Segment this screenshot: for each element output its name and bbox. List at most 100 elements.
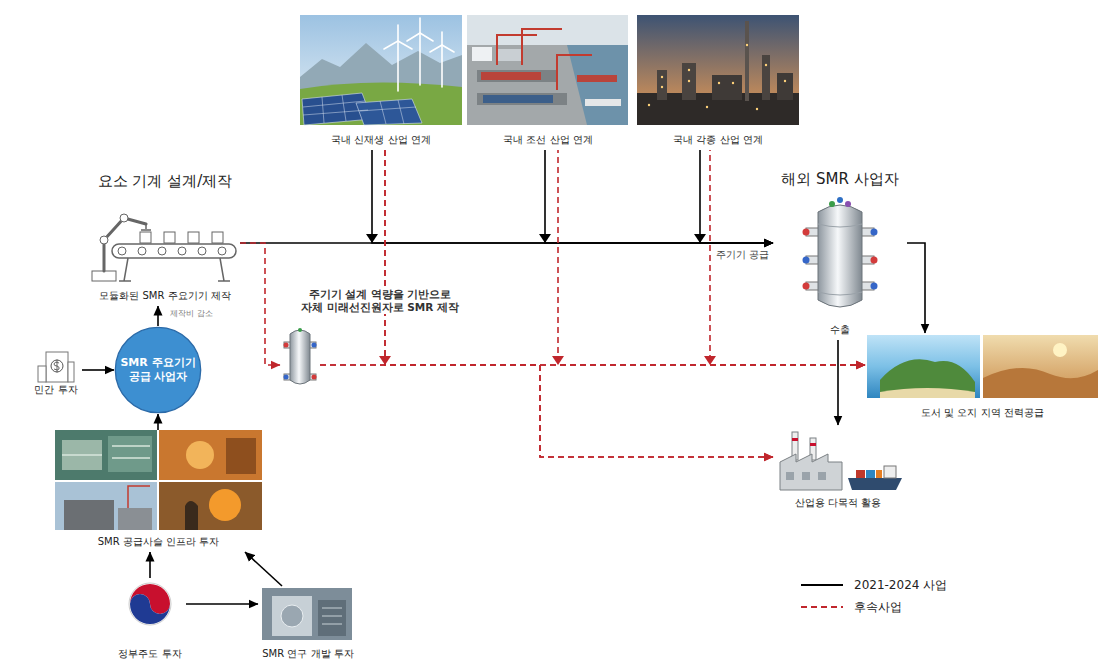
renewable-photo <box>384 18 454 91</box>
research-photo <box>318 600 346 636</box>
infrastructure-photo-collage <box>108 436 152 472</box>
follow-up-arrow <box>240 243 280 365</box>
government-emblem <box>130 594 170 624</box>
reactor-vessel-icon <box>803 257 810 264</box>
island-desert-photos <box>983 335 1098 398</box>
refinery-photo <box>762 55 770 100</box>
renewable-photo <box>300 15 462 125</box>
building-icon <box>46 352 68 382</box>
current-arrow <box>157 414 159 430</box>
infrastructure-photo-collage <box>55 430 157 480</box>
government-node: 정부주도 투자 <box>114 578 186 664</box>
research-photo <box>322 608 342 624</box>
reactor-vessel-icon <box>829 201 835 207</box>
refinery-photo <box>648 104 650 106</box>
current-arrow <box>907 243 925 333</box>
renewable-photo <box>397 25 399 41</box>
refinery-photo <box>637 15 799 125</box>
infrastructure-photo-collage <box>128 486 150 508</box>
research-photo-node: SMR 연구 개발 투자 <box>258 586 358 664</box>
renewable-photo <box>420 33 433 41</box>
building-icon <box>38 352 74 382</box>
legend-text: 후속사업 <box>854 600 902 615</box>
shipyard-photo <box>467 15 628 125</box>
node-caption: 모듈화된 SMR 주요기기 제작 <box>99 290 230 303</box>
node-caption: 국내 각종 산업 연계 <box>673 134 763 147</box>
conveyor-robot-icon <box>158 247 166 255</box>
renewable-photo <box>384 41 398 49</box>
small-reactor-icon <box>284 343 289 348</box>
shipyard-photo <box>567 45 628 125</box>
node-caption: 민간 투자 <box>34 384 77 397</box>
node-caption: 국내 신재생 산업 연계 <box>331 134 431 147</box>
industry-photo-node: 국내 각종 산업 연계 <box>637 15 799 150</box>
factory-ship-icon <box>866 470 875 478</box>
node-caption: 산업용 다목적 활용 <box>795 497 881 510</box>
factory-ship-icon <box>856 470 865 478</box>
refinery-photo <box>661 86 663 88</box>
building-icon <box>54 360 59 373</box>
node-caption: 수출 <box>830 324 850 337</box>
factory-ship-icon <box>884 466 896 478</box>
conveyor-robot-icon <box>104 218 146 271</box>
node-caption: 도서 및 오지 지역 전력공급 <box>921 407 1044 420</box>
building-icon <box>51 360 63 372</box>
design-manufacture-node: 요소 기계 설계/제작모듈화된 SMR 주요기기 제작 <box>90 172 240 306</box>
island-desert-photos <box>867 335 980 398</box>
small-reactor-icon <box>312 343 317 348</box>
factory-ship-icon <box>818 472 826 480</box>
refinery-photo <box>688 80 690 82</box>
current-arrow <box>372 150 773 243</box>
refinery-photo <box>682 63 696 100</box>
refinery-photo <box>777 73 793 100</box>
supplier-circle: SMR 주요기기 공급 사업자 <box>114 326 202 414</box>
factory-ship-icon <box>792 438 798 441</box>
node-heading: 요소 기계 설계/제작 <box>98 172 233 191</box>
infrastructure-photo-collage <box>159 430 262 480</box>
renewable-photo <box>430 45 442 52</box>
industrial-use-node: 산업용 다목적 활용 <box>773 425 903 513</box>
reactor-vessel-icon <box>845 201 851 207</box>
power-supply-photo-node: 도서 및 오지 지역 전력공급 <box>865 333 1100 423</box>
industry-photo-node: 국내 조선 산업 연계 <box>467 15 629 150</box>
edge-label-anchor: 주기기 공급 <box>714 249 771 262</box>
shipyard-photo <box>477 93 567 105</box>
government-emblem <box>129 583 171 625</box>
legend-line-sample <box>801 606 843 608</box>
reactor-vessel-icon <box>871 283 878 290</box>
overseas-reactor-node: 해외 SMR 사업자수출 <box>773 170 907 340</box>
current-arrow <box>837 340 839 425</box>
conveyor-robot-icon <box>164 232 175 243</box>
legend-line-sample <box>800 602 844 612</box>
government-emblem <box>129 583 171 625</box>
infrastructure-photo-collage <box>226 438 256 474</box>
building-icon <box>38 366 46 382</box>
small-reactor-icon <box>290 330 310 384</box>
renewable-photo <box>397 41 399 91</box>
infrastructure-photo-collage <box>186 441 214 469</box>
infrastructure-photo-collage <box>118 508 152 530</box>
current-arrow <box>157 306 159 326</box>
industry-photo-node: 국내 신재생 산업 연계 <box>300 15 462 150</box>
island-desert-photos <box>880 388 975 398</box>
refinery-photo <box>718 82 720 84</box>
conveyor-robot-icon <box>178 247 186 255</box>
shipyard-photo <box>481 72 541 80</box>
refinery-photo <box>706 106 708 108</box>
own-reactor-node: 주기기 설계 역량을 기반으로 자체 미래선진원자로 SMR 제작 <box>280 322 320 390</box>
conveyor-robot-icon <box>119 258 230 281</box>
reactor-vessel-icon <box>803 197 878 307</box>
refinery-photo <box>637 15 799 125</box>
refinery-photo <box>765 64 767 66</box>
renewable-photo <box>441 32 443 45</box>
island-desert-photos <box>983 368 1098 398</box>
shipyard-photo <box>483 95 553 103</box>
shipyard-photo <box>585 99 621 106</box>
investor-icon-node: 민간 투자 <box>30 348 82 400</box>
building-icon <box>68 362 74 382</box>
renewable-photo <box>419 18 421 33</box>
infrastructure-photo-collage <box>209 489 241 521</box>
legend-line-sample <box>801 584 843 586</box>
research-photo <box>262 588 352 640</box>
infrastructure-photo-collage <box>185 501 198 530</box>
